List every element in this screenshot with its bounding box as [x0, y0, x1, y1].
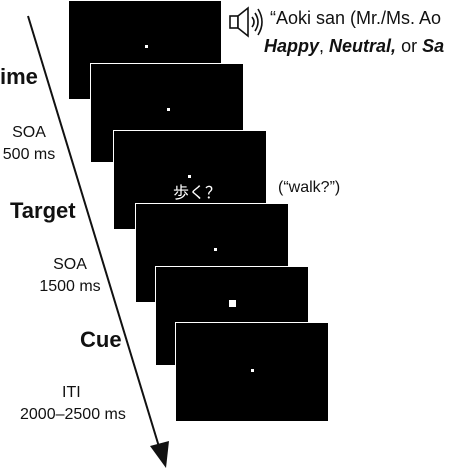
fixation-dot — [188, 175, 191, 178]
label-neutral: Neutral, — [329, 36, 397, 56]
phase-cue: Cue — [80, 327, 122, 352]
separator-1: , — [319, 36, 330, 56]
soa-1500-value: 1500 ms — [39, 278, 101, 295]
speech-line-1: “Aoki san (Mr./Ms. Ao — [270, 8, 442, 28]
target-translation: (“walk?”) — [278, 179, 341, 196]
cue-square — [229, 300, 236, 307]
label-sad: Sa — [422, 36, 445, 56]
target-word: 歩く？ — [173, 183, 222, 202]
iti-label: ITI — [62, 384, 81, 401]
screen-6 — [175, 322, 329, 422]
fixation-dot — [214, 248, 217, 251]
fixation-dot — [167, 108, 170, 111]
iti: ITI 2000–2500 ms — [20, 382, 140, 426]
fixation-dot — [251, 369, 254, 372]
phase-target: Target — [10, 198, 76, 223]
soa-500-label: SOA — [12, 124, 46, 141]
soa-1500-label: SOA — [53, 256, 87, 273]
soa-500-value: 500 ms — [2, 146, 56, 163]
soa-500: SOA 500 ms — [0, 122, 58, 166]
label-happy: Happy — [264, 36, 320, 56]
iti-value: 2000–2500 ms — [20, 406, 126, 423]
soa-1500: SOA 1500 ms — [32, 254, 108, 298]
speech-line-2: Happy, Neutral, or Sa — [264, 36, 444, 57]
phase-time: ime — [0, 64, 38, 89]
separator-2: or — [396, 36, 423, 56]
fixation-dot — [145, 45, 148, 48]
